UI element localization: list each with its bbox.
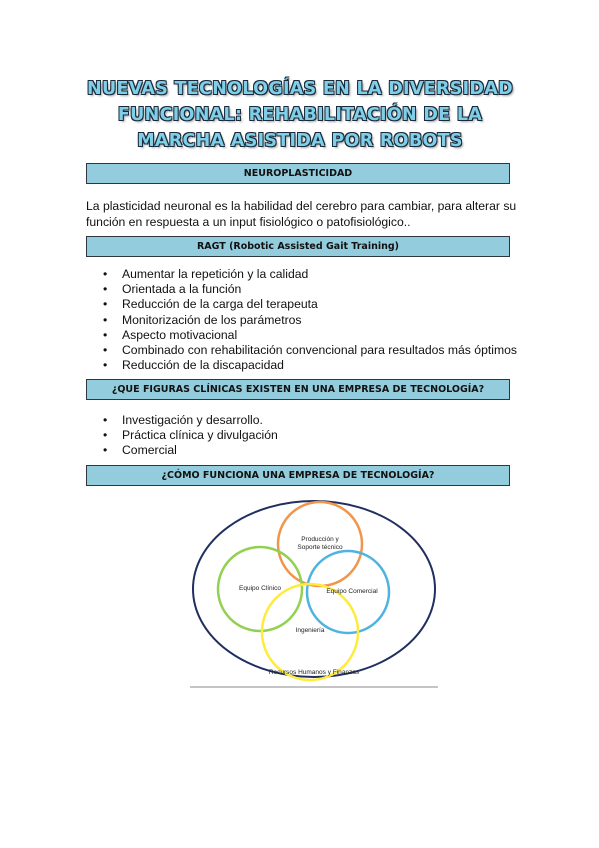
label-equipo-clinico: Equipo Clínico <box>239 585 281 592</box>
circle-equipo-comercial <box>305 549 391 635</box>
title-line-2: FUNCIONAL: REHABILITACIÓN DE LA <box>117 105 483 125</box>
neuroplasticidad-paragraph: La plasticidad neuronal es la habilidad … <box>86 199 516 230</box>
list-item: Práctica clínica y divulgación <box>86 428 278 443</box>
list-item: Investigación y desarrollo. <box>86 413 278 428</box>
list-item: Orientada a la función <box>86 282 517 297</box>
label-produccion-line-2: Soporte técnico <box>297 544 343 551</box>
paragraph-line-1: La plasticidad neuronal es la habilidad … <box>86 199 517 213</box>
list-item: Comercial <box>86 443 278 458</box>
list-item: Reducción de la discapacidad <box>86 358 517 373</box>
outer-ellipse-recursos-humanos <box>192 500 436 678</box>
section-heading-ragt: RAGT (Robotic Assisted Gait Training) <box>86 236 510 257</box>
section-heading-figuras-clinicas: ¿QUE FIGURAS CLÍNICAS EXISTEN EN UNA EMP… <box>86 379 510 400</box>
figuras-list: Investigación y desarrollo. Práctica clí… <box>86 413 278 459</box>
label-produccion-line-1: Producción y <box>301 536 339 543</box>
list-item: Aumentar la repetición y la calidad <box>86 267 517 282</box>
list-item: Monitorización de los parámetros <box>86 313 517 328</box>
section-heading-como-funciona: ¿CÓMO FUNCIONA UNA EMPRESA DE TECNOLOGÍA… <box>86 465 510 486</box>
list-item: Reducción de la carga del terapeuta <box>86 297 517 312</box>
list-item: Aspecto motivacional <box>86 328 517 343</box>
ragt-list: Aumentar la repetición y la calidad Orie… <box>86 267 517 374</box>
section-heading-neuroplasticidad: NEUROPLASTICIDAD <box>86 163 510 184</box>
label-recursos-humanos: Recursos Humanos y Finanzas <box>269 669 360 676</box>
document-title: NUEVAS TECNOLOGÍAS EN LA DIVERSIDAD FUNC… <box>60 76 540 154</box>
label-equipo-comercial: Equipo Comercial <box>326 588 378 595</box>
company-structure-diagram: Producción y Soporte técnico Equipo Clín… <box>190 500 438 688</box>
circle-ingenieria <box>260 582 360 682</box>
paragraph-line-2: función en respuesta a un input fisiológ… <box>86 214 411 229</box>
title-line-1: NUEVAS TECNOLOGÍAS EN LA DIVERSIDAD <box>87 79 513 99</box>
title-line-3: MARCHA ASISTIDA POR ROBOTS <box>137 131 463 151</box>
label-ingenieria: Ingeniería <box>296 627 325 634</box>
list-item: Combinado con rehabilitación convenciona… <box>86 343 517 358</box>
circle-equipo-clinico <box>216 545 304 633</box>
